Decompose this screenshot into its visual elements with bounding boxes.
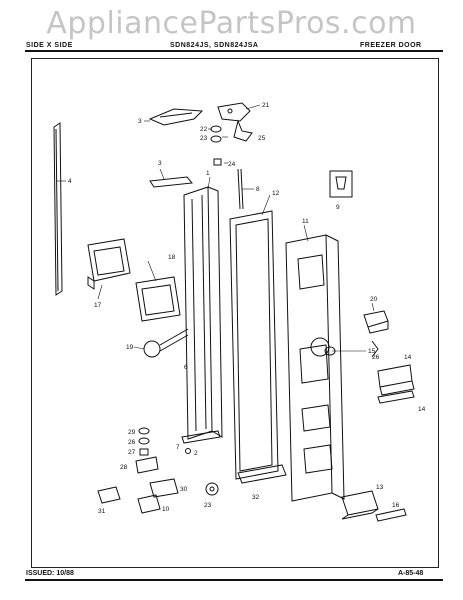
watermark: AppliancePartsPros.com	[46, 6, 417, 41]
part-16-dispenser-housing	[87, 238, 131, 290]
part-19-cup	[363, 310, 389, 334]
callout-17: 18	[168, 254, 176, 261]
callout-13: 14	[404, 354, 412, 361]
callout-26: 26	[128, 439, 136, 446]
callout-2: 2	[194, 450, 198, 457]
callout-19: 20	[370, 296, 378, 303]
footer-page-code: A-85-48	[398, 570, 424, 577]
part-23-cam	[205, 482, 219, 496]
part-21-hinge-plate	[217, 102, 253, 142]
part-27-bushing	[139, 448, 149, 456]
callout-31: 31	[98, 508, 106, 515]
header-model-type: SIDE X SIDE	[26, 42, 73, 49]
part-10-door-liner	[285, 234, 345, 502]
callout-5: 6	[184, 364, 188, 371]
callout-3a: 3	[138, 118, 142, 125]
part-3-bracket	[149, 176, 193, 188]
callout-28: 28	[120, 464, 128, 471]
part-28-hinge	[135, 456, 159, 474]
part-13-door-bin	[377, 364, 415, 396]
part-4-strip	[53, 122, 63, 296]
part-12-handle	[341, 490, 379, 520]
callout-32: 32	[252, 494, 260, 501]
part-26-washer	[138, 437, 150, 445]
callout-16: 17	[94, 302, 102, 309]
callout-21: 21	[262, 102, 270, 109]
callout-8: 9	[336, 204, 340, 211]
callout-20: 26	[372, 354, 380, 361]
callout-22: 22	[200, 126, 208, 133]
exploded-parts-diagram: 3 21 22 23 25 24 3 4 1 8 12 11 9 17 18 1…	[53, 102, 426, 522]
footer-rule	[25, 579, 443, 581]
part-18-actuator	[143, 328, 189, 358]
callout-labels: 3 21 22 23 25 24 3 4 1 8 12 11 9 17 18 1…	[68, 102, 426, 515]
footer-issue-date: ISSUED: 10/88	[26, 570, 74, 577]
part-6-bottom-bracket	[181, 430, 221, 444]
part-32-bottom-trim	[237, 464, 287, 484]
callout-30: 30	[180, 486, 188, 493]
header-rule	[25, 50, 443, 52]
part-29-screw	[138, 427, 150, 435]
callout-29: 29	[128, 429, 136, 436]
part-2-screw	[185, 448, 191, 454]
callout-10: 11	[302, 218, 309, 225]
callout-14a: 14	[418, 406, 426, 413]
diagram-frame: 3 21 22 23 25 24 3 4 1 8 12 11 9 17 18 1…	[31, 58, 439, 568]
part-8-filter	[329, 170, 353, 198]
callout-14b: 16	[392, 502, 400, 509]
callout-3b: 3	[158, 160, 162, 167]
callout-24: 24	[228, 161, 236, 168]
part-24-bushing	[213, 158, 222, 166]
callout-7: 8	[256, 186, 260, 193]
part-31-bracket	[97, 486, 121, 504]
part-22-washer	[210, 125, 222, 143]
header-model-numbers: SDN824JS, SDN824JSA	[170, 42, 259, 49]
part-9-cam	[137, 494, 161, 514]
callout-23b: 23	[204, 502, 212, 509]
header-section-title: FREEZER DOOR	[360, 42, 422, 49]
callout-23a: 23	[200, 135, 208, 142]
callout-1: 1	[206, 170, 210, 177]
part-17-trim-panel	[135, 276, 181, 322]
part-30-hinge-bracket	[149, 478, 179, 498]
callout-11: 12	[272, 190, 280, 197]
part-14-handle-trim	[375, 508, 407, 522]
callout-4: 4	[68, 178, 72, 185]
part-1-door-panel	[183, 186, 223, 440]
callout-12: 13	[376, 484, 384, 491]
callout-18: 19	[126, 344, 134, 351]
callout-6: 7	[176, 444, 180, 451]
part-3-top-hinge	[148, 108, 204, 126]
part-14-bin-trim	[377, 390, 415, 404]
callout-25: 25	[258, 135, 266, 142]
part-20-spring	[371, 340, 379, 358]
callout-9: 10	[162, 506, 170, 513]
callout-15: 15	[368, 348, 376, 355]
callout-27: 27	[128, 449, 136, 456]
part-11-door-gasket	[229, 210, 279, 480]
